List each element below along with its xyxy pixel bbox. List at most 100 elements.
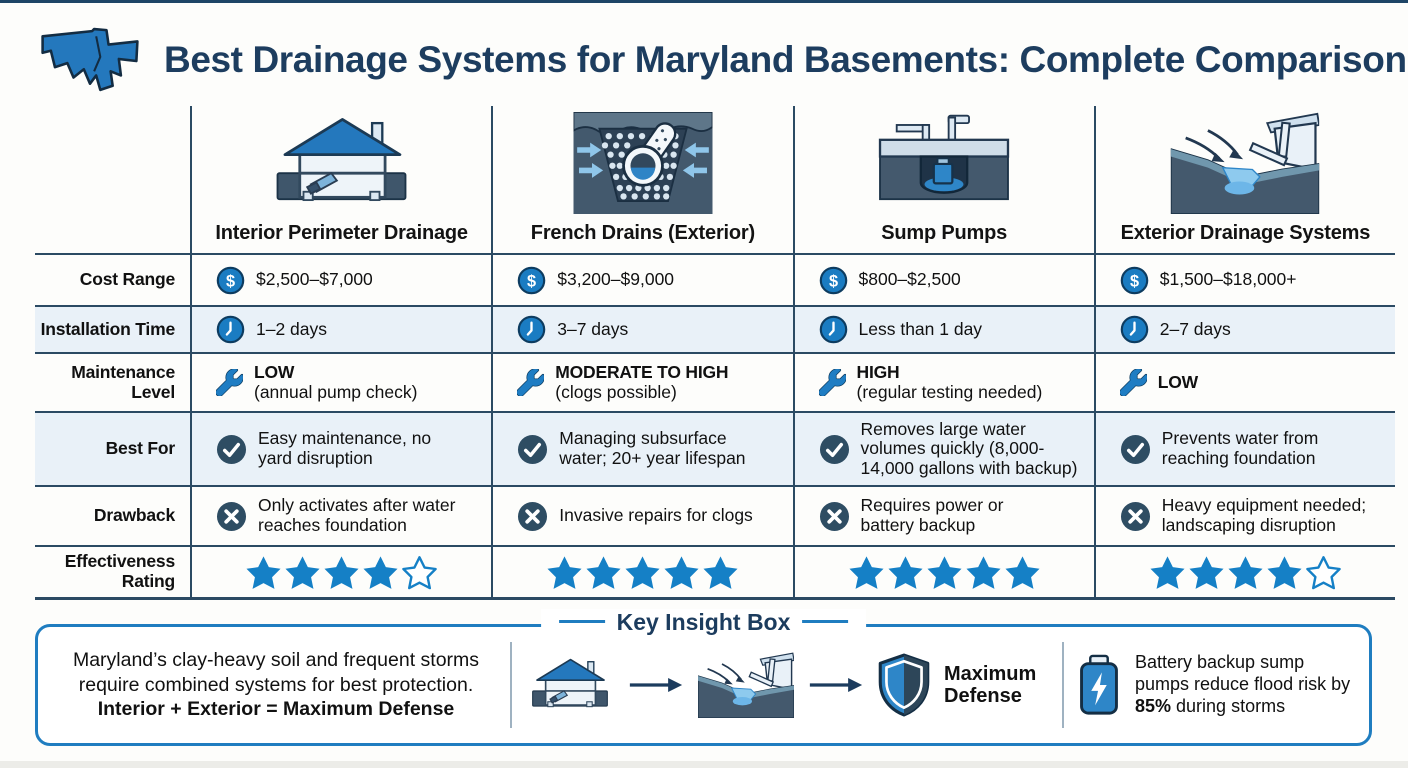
column-header-french-drains: French Drains (Exterior) [491,106,792,253]
maintenance-note: (regular testing needed) [856,381,1043,402]
star-filled-icon [1188,555,1225,590]
column-header-interior: Interior Perimeter Drainage [190,106,491,253]
star-filled-icon [887,555,924,590]
insight-flow: Maximum Defense [524,652,1050,718]
star-filled-icon [926,555,963,590]
table-corner-spacer [35,106,190,253]
cell-cost-interior: $2,500–$7,000 [190,253,492,305]
insight-text-block: Maryland’s clay-heavy soil and frequent … [54,648,498,723]
star-filled-icon [1004,555,1041,590]
drawback-value: Invasive repairs for clogs [559,505,753,526]
cell-cost-exterior: $1,500–$18,000+ [1093,253,1395,305]
drawback-value: Requires power or battery backup [860,495,1004,535]
column-name: Interior Perimeter Drainage [215,222,468,244]
cell-drawback-exterior: Heavy equipment needed; landscaping disr… [1093,485,1395,545]
title-dash-right [802,620,849,624]
exterior-drainage-flow-icon [696,652,796,718]
star-filled-icon [965,555,1002,590]
maintenance-level: LOW [1157,371,1198,392]
bestfor-value: Managing subsurface water; 20+ year life… [559,428,746,468]
star-filled-icon [1266,555,1303,590]
cell-maintenance-interior: LOW(annual pump check) [190,352,492,411]
check-circle-icon [1120,434,1151,465]
star-filled-icon [1149,555,1186,590]
time-value: 3–7 days [557,318,629,339]
column-name: Sump Pumps [881,222,1008,244]
check-circle-icon [216,434,247,465]
cell-cost-sump: $800–$2,500 [792,253,1094,305]
interior-perimeter-drainage-icon [259,112,424,214]
maryland-state-icon [38,26,142,94]
insight-line-3: Interior + Exterior = Maximum Defense [97,698,455,721]
insight-line-1: Maryland’s clay-heavy soil and frequent … [72,648,480,671]
column-name: French Drains (Exterior) [530,222,755,244]
key-insight-title: Key Insight Box [540,609,867,636]
shield-label: Maximum Defense [944,663,1037,707]
dollar-icon [819,266,848,295]
battery-text: Battery backup sump pumps reduce flood r… [1135,652,1353,718]
cost-value: $1,500–$18,000+ [1159,269,1297,290]
star-filled-icon [546,555,583,590]
x-circle-icon [819,501,850,532]
shield-icon [876,653,932,717]
check-circle-icon [517,434,548,465]
french-drain-icon [569,112,717,214]
battery-callout: Battery backup sump pumps reduce flood r… [1076,652,1353,718]
bestfor-value: Easy maintenance, no yard disruption [258,428,432,468]
cell-rating-french [491,545,793,600]
house-icon [524,654,616,716]
star-filled-icon [284,555,321,590]
cell-rating-interior [190,545,492,600]
wrench-icon [819,369,846,396]
clock-icon [517,315,546,344]
header: Best Drainage Systems for Maryland Basem… [38,20,1407,100]
comparison-table: Interior Perimeter Drainage French Drain… [35,106,1395,600]
battery-text-post: during storms [1171,695,1286,716]
row-label-maintenance: Maintenance Level [35,352,190,411]
star-filled-icon [702,555,739,590]
wrench-icon [517,369,544,396]
clock-icon [819,315,848,344]
cell-cost-french: $3,200–$9,000 [491,253,793,305]
battery-text-pre: Battery backup sump pumps reduce flood r… [1135,652,1351,695]
cell-drawback-interior: Only activates after water reaches found… [190,485,492,545]
column-header-exterior: Exterior Drainage Systems [1093,106,1395,253]
column-name: Exterior Drainage Systems [1120,222,1371,244]
arrow-right-icon [808,675,864,695]
maintenance-level: LOW [254,361,295,382]
star-filled-icon [245,555,282,590]
x-circle-icon [1120,501,1151,532]
cell-bestfor-interior: Easy maintenance, no yard disruption [190,411,492,485]
dollar-icon [216,266,245,295]
wrench-icon [1120,369,1147,396]
key-insight-title-text: Key Insight Box [616,609,791,635]
cell-drawback-sump: Requires power or battery backup [792,485,1094,545]
cell-rating-sump [792,545,1094,600]
check-circle-icon [819,434,850,465]
cell-time-sump: Less than 1 day [792,305,1094,352]
x-circle-icon [517,501,548,532]
cell-maintenance-french: MODERATE TO HIGH(clogs possible) [491,352,793,411]
cell-time-french: 3–7 days [491,305,793,352]
battery-percent: 85% [1135,695,1172,716]
drawback-value: Heavy equipment needed; landscaping disr… [1161,495,1367,535]
clock-icon [216,315,245,344]
title-dash-left [558,620,605,624]
row-label-installation-time: Installation Time [35,305,190,352]
star-filled-icon [663,555,700,590]
drawback-value: Only activates after water reaches found… [258,495,456,535]
star-filled-icon [323,555,360,590]
dollar-icon [1120,266,1149,295]
top-accent-strip [0,0,1408,3]
insight-divider-left [510,642,512,728]
battery-icon [1076,653,1122,717]
star-outline-icon [1305,555,1342,590]
bestfor-value: Removes large water volumes quickly (8,0… [860,418,1078,478]
x-circle-icon [216,501,247,532]
cell-bestfor-sump: Removes large water volumes quickly (8,0… [792,411,1094,485]
cell-maintenance-sump: HIGH(regular testing needed) [792,352,1094,411]
star-filled-icon [1227,555,1264,590]
clock-icon [1120,315,1149,344]
maintenance-level: HIGH [856,361,900,382]
wrench-icon [216,369,243,396]
